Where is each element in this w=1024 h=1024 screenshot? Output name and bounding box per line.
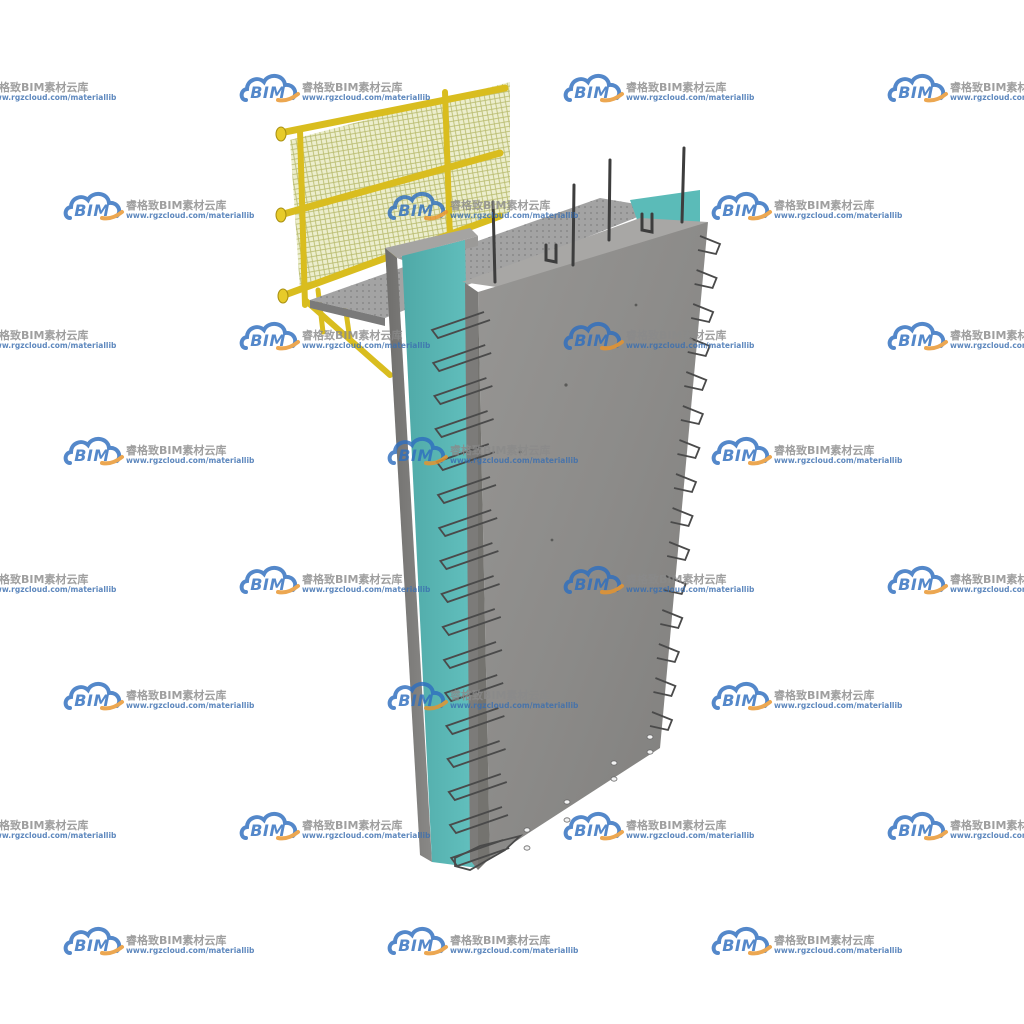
connection-holes — [523, 734, 654, 851]
rebar-loop — [687, 337, 711, 358]
rebar-loop — [660, 609, 684, 630]
left-rebar-loops — [430, 311, 524, 871]
rebar-loop — [670, 507, 694, 528]
bottom-rebar-cage — [454, 834, 524, 871]
rebar-loop — [440, 575, 500, 604]
rebar-loop — [446, 740, 506, 769]
rebar-loop — [448, 806, 509, 835]
rebar-loop — [649, 711, 674, 732]
rebar-loop — [443, 674, 504, 703]
rebar-loop — [666, 541, 691, 562]
rebar-loop — [438, 542, 499, 571]
rebar-loop — [444, 707, 505, 736]
right-rebar-loops — [649, 235, 722, 732]
rebar-loop — [435, 443, 496, 472]
rebar-loop — [437, 509, 498, 538]
rebar-loop — [432, 377, 493, 406]
wall-top-surface — [462, 218, 708, 292]
rebar-loop — [434, 410, 494, 439]
rebar-loop — [677, 439, 701, 460]
rebar-loop — [653, 677, 677, 698]
rebar-loop — [680, 405, 705, 426]
rebar-loop — [684, 371, 708, 392]
main-concrete-wall — [465, 222, 708, 870]
rebar-loop — [442, 641, 503, 670]
vertical-rebars — [491, 146, 686, 284]
safety-mesh-panel — [290, 82, 510, 290]
rebar-loop — [436, 476, 497, 505]
rebar-loop — [663, 575, 687, 596]
rebar-loop — [656, 643, 681, 664]
rebar-loop — [690, 303, 715, 324]
rebar-loop — [447, 773, 508, 802]
rebar-loop — [694, 269, 718, 290]
rebar-loop — [430, 311, 491, 340]
rebar-loop — [431, 344, 492, 373]
rebar-loop — [673, 473, 698, 494]
railing-end-caps — [275, 126, 289, 304]
rebar-loop — [441, 608, 502, 637]
rebar-loop — [697, 235, 722, 256]
